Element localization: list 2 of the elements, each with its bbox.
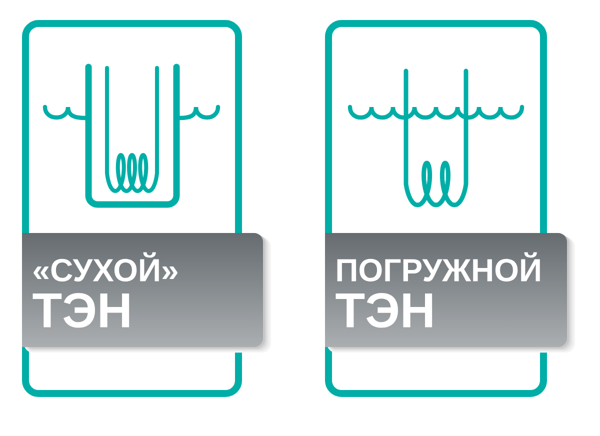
label-band: ПОГРУЖНОЙ ТЭН <box>325 233 575 353</box>
label-band: «СУХОЙ» ТЭН <box>22 233 271 353</box>
